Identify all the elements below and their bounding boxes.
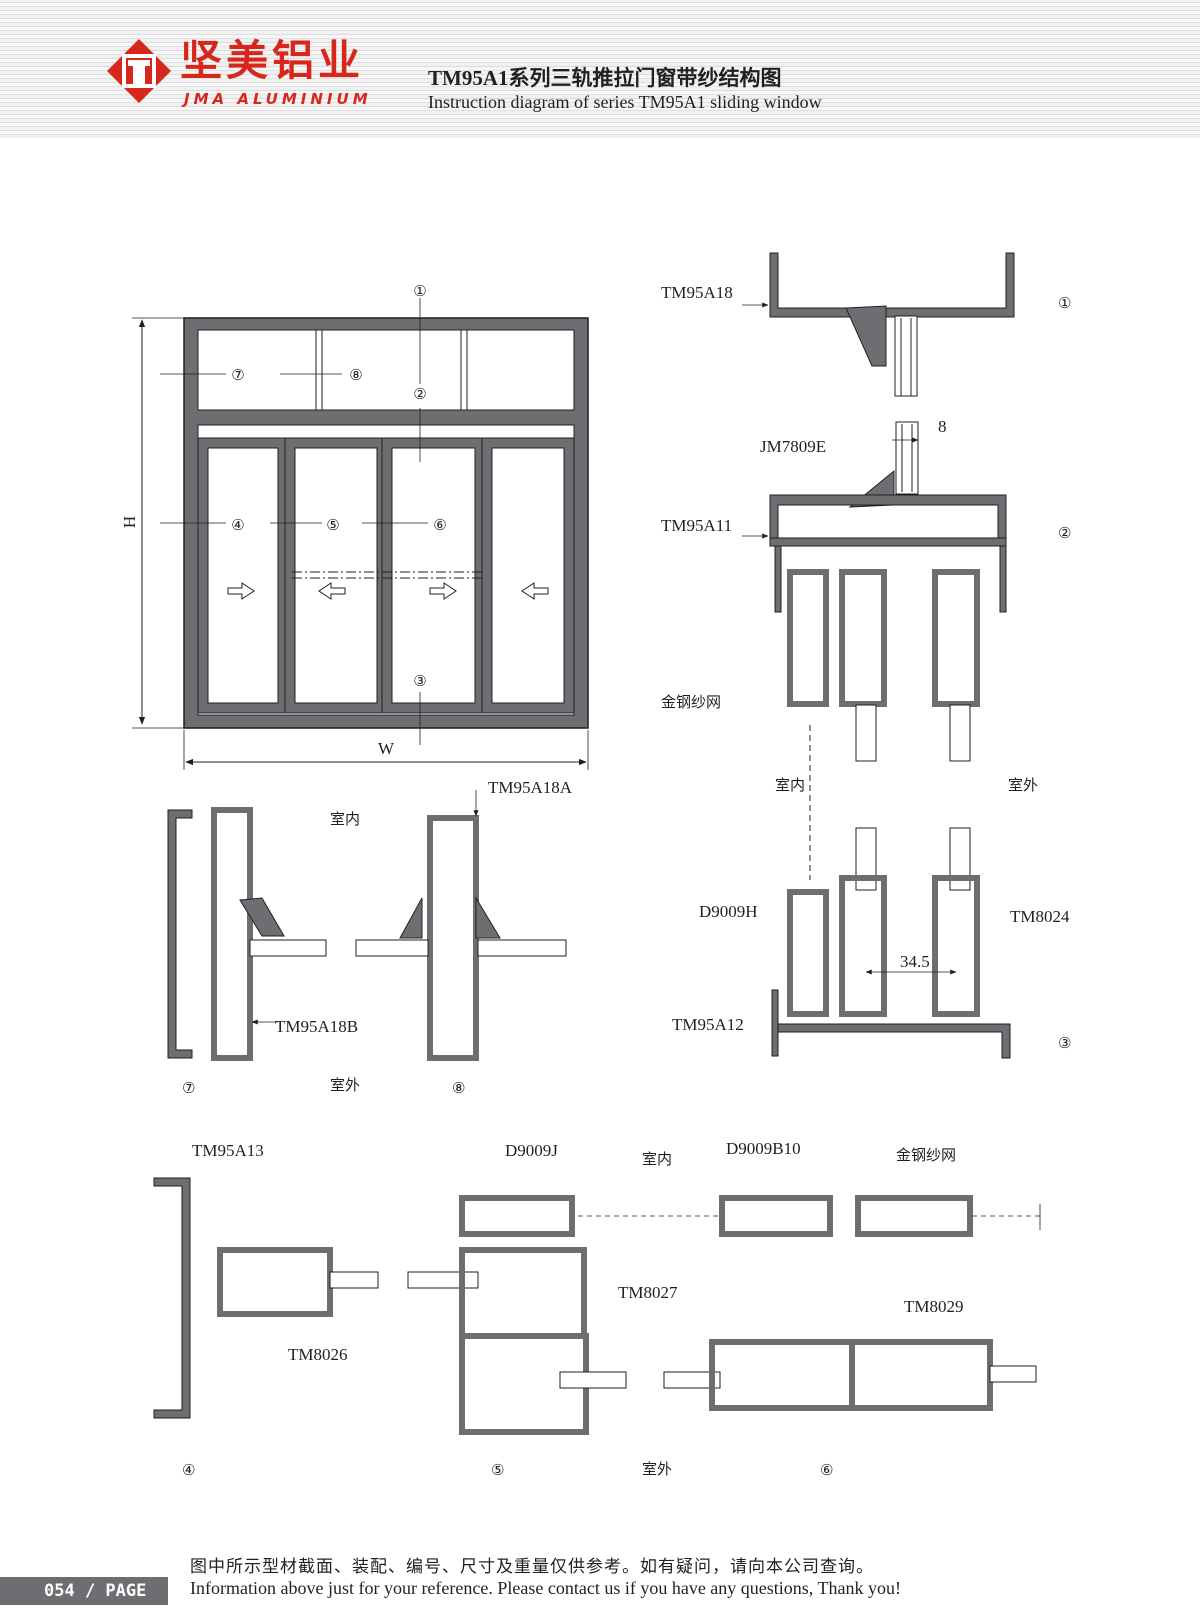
right-column-labels: TM95A18 ① JM7809E TM95A11 8 ② 金钢纱网 室内 室外… [661,283,1071,1052]
label-tm95a18: TM95A18 [661,283,733,302]
marker-6: ⑥ [433,516,446,534]
label-dim-8: 8 [938,417,947,436]
label-dim-34-5: 34.5 [900,952,930,971]
section-num-2: ② [1058,524,1071,542]
marker-8: ⑧ [349,366,362,384]
elevation-labels: H W ① ② ③ ④ ⑤ ⑥ ⑦ ⑧ [120,282,447,758]
marker-3: ③ [413,672,426,690]
marker-7: ⑦ [231,366,244,384]
label-tm8024: TM8024 [1010,907,1070,926]
label-screen-mesh-bottom: 金钢纱网 [896,1146,956,1164]
label-tm8027: TM8027 [618,1283,678,1302]
label-outdoor-bottom: 室外 [642,1460,672,1478]
section-4-5-6 [153,1177,1041,1435]
label-tm8029: TM8029 [904,1297,964,1316]
label-tm95a18b: TM95A18B [275,1017,358,1036]
section-num-7: ⑦ [182,1079,195,1097]
label-tm95a13: TM95A13 [192,1141,264,1160]
footer-note-en: Information above just for your referenc… [190,1578,901,1598]
height-label: H [120,516,139,528]
brand-name-en: JMA ALUMINIUM [184,90,372,108]
section-num-1: ① [1058,294,1071,312]
label-outdoor-right: 室外 [1008,776,1038,794]
label-d9009h: D9009H [699,902,758,921]
marker-5: ⑤ [326,516,339,534]
width-label: W [378,739,395,758]
footer-note-cn: 图中所示型材截面、装配、编号、尺寸及重量仅供参考。如有疑问，请向本公司查询。 [190,1557,874,1577]
section-7-8-labels: 室内 TM95A18A TM95A18B ⑦ 室外 ⑧ [182,778,573,1097]
window-elevation [132,298,589,770]
section-num-6: ⑥ [820,1461,833,1479]
section-num-5: ⑤ [491,1461,504,1479]
label-d9009j: D9009J [505,1141,558,1160]
label-tm95a11: TM95A11 [661,516,732,535]
label-tm8026: TM8026 [288,1345,348,1364]
page-title-cn: TM95A1系列三轨推拉门窗带纱结构图 [428,66,782,90]
section-7-8 [167,790,567,1061]
label-screen-mesh: 金钢纱网 [661,693,721,711]
page-title-en: Instruction diagram of series TM95A1 sli… [428,92,822,112]
section-2-head [742,421,1007,762]
label-jm7809e: JM7809E [760,437,826,456]
section-num-4: ④ [182,1461,195,1479]
header-banner: 坚美铝业 JMA ALUMINIUM TM95A1系列三轨推拉门窗带纱结构图 I… [0,0,1200,138]
section-3-sill [771,827,1011,1059]
page-number: 054 / PAGE [0,1577,168,1605]
label-indoor-bottom: 室内 [642,1150,672,1168]
section-1-head [742,252,1015,397]
section-4-5-6-labels: TM95A13 TM8026 D9009J 室内 D9009B10 金钢纱网 T… [182,1139,964,1479]
marker-4: ④ [231,516,244,534]
section-num-8: ⑧ [452,1079,465,1097]
brand-name-cn: 坚美铝业 [180,36,365,85]
label-tm95a18a: TM95A18A [488,778,573,797]
label-outdoor-78: 室外 [330,1076,360,1094]
marker-2: ② [413,385,426,403]
label-d9009b10: D9009B10 [726,1139,801,1158]
section-num-3: ③ [1058,1034,1071,1052]
marker-1: ① [413,282,426,300]
label-indoor-right: 室内 [775,776,805,794]
jma-logo-icon [107,39,171,103]
label-indoor-78: 室内 [330,810,360,828]
label-tm95a12: TM95A12 [672,1015,744,1034]
